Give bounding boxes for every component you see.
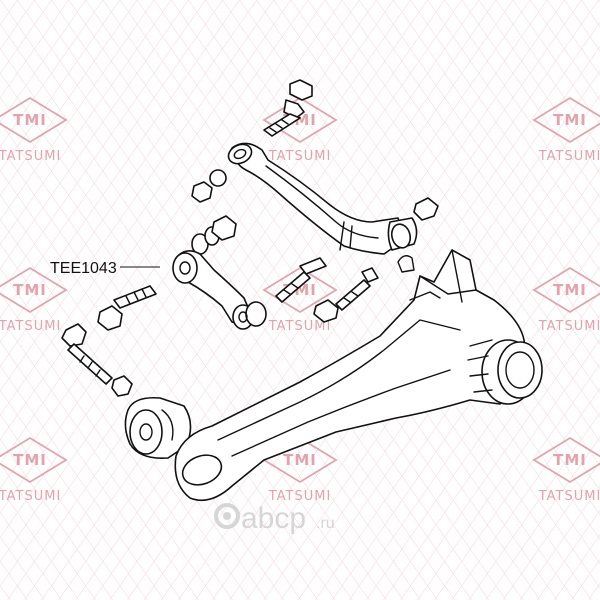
abcp-name: abcp <box>241 502 306 535</box>
nut-upper-left <box>191 181 213 203</box>
tatsumi-word-text: TATSUMI <box>0 319 61 334</box>
tmi-diamond-icon <box>532 266 600 314</box>
upper-arm-bolt <box>263 79 313 137</box>
abcp-domain-suffix: .ru <box>316 515 335 532</box>
tatsumi-watermark-tile: TMI TATSUMI <box>532 436 600 504</box>
tmi-diamond-icon <box>262 266 338 314</box>
tatsumi-word-text: TATSUMI <box>268 319 332 334</box>
tmi-logo-text: TMI <box>553 451 587 469</box>
nut-link <box>211 215 237 241</box>
tmi-logo-text: TMI <box>553 281 587 299</box>
tatsumi-word-text: TATSUMI <box>0 489 61 504</box>
abcp-site-watermark: abcp .ru <box>214 502 335 535</box>
trailing-arm <box>174 249 543 502</box>
tmi-logo-text: TMI <box>283 451 317 469</box>
tatsumi-watermark-tile: TMI TATSUMI <box>0 96 68 164</box>
tatsumi-watermark-tile: TMI TATSUMI <box>262 436 338 504</box>
tmi-logo-text: TMI <box>13 281 47 299</box>
link-bolt-left <box>97 285 157 331</box>
lateral-link-tee1043 <box>172 250 267 330</box>
upper-control-arm <box>227 142 418 255</box>
suspension-assembly-drawing <box>61 79 543 502</box>
washer-upper-left <box>209 169 227 187</box>
tatsumi-watermark-tile: TMI TATSUMI <box>0 436 68 504</box>
nut-upper-right <box>413 197 439 221</box>
tatsumi-watermark-tile: TMI TATSUMI <box>532 96 600 164</box>
tatsumi-word-text: TATSUMI <box>538 149 600 164</box>
tatsumi-word-text: TATSUMI <box>538 489 600 504</box>
tmi-diamond-icon <box>0 96 68 144</box>
tatsumi-word-text: TATSUMI <box>268 489 332 504</box>
tmi-diamond-icon <box>0 436 68 484</box>
tatsumi-watermark-tile: TMI TATSUMI <box>532 266 600 334</box>
tmi-diamond-icon <box>0 266 68 314</box>
tmi-diamond-icon <box>532 436 600 484</box>
tmi-logo-text: TMI <box>13 451 47 469</box>
part-callout: TEE1043 <box>50 260 160 277</box>
tatsumi-word-text: TATSUMI <box>268 149 332 164</box>
tatsumi-word-text: TATSUMI <box>0 149 61 164</box>
tmi-logo-text: TMI <box>13 111 47 129</box>
lower-front-bushing <box>124 396 192 460</box>
tmi-diamond-icon <box>532 96 600 144</box>
middle-bolts <box>275 257 379 323</box>
tmi-logo-text: TMI <box>553 111 587 129</box>
tatsumi-word-text: TATSUMI <box>538 319 600 334</box>
abcp-logo-icon <box>214 503 240 529</box>
part-number-label: TEE1043 <box>50 260 117 277</box>
lower-bolt-left <box>61 323 133 397</box>
tatsumi-watermark-tile: TMI TATSUMI <box>0 266 68 334</box>
